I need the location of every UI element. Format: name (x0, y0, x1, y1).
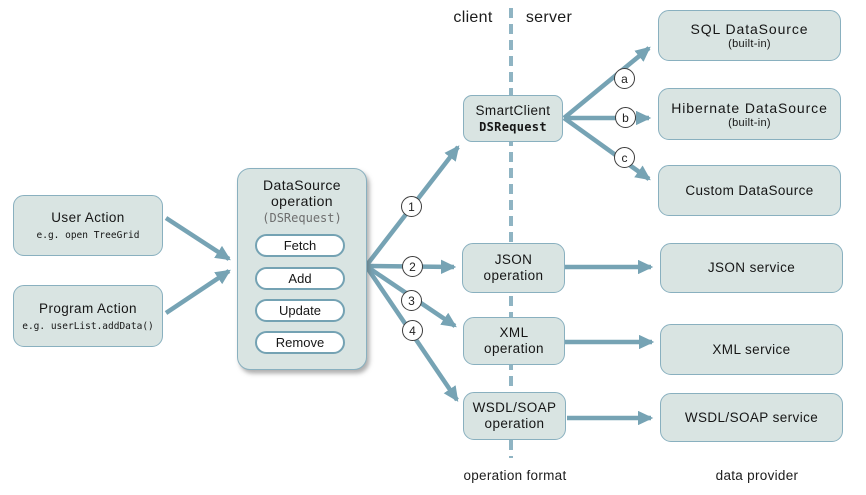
xml-service-title: XML service (712, 341, 791, 357)
client-region-label: client (453, 9, 493, 26)
xml-service-box: XML service (660, 324, 843, 375)
data-provider-label: data provider (715, 468, 799, 483)
user-action-title: User Action (51, 210, 125, 225)
wsdl-soap-operation-box: WSDL/SOAP operation (463, 392, 566, 440)
add-operation-pill[interactable]: Add (255, 267, 345, 290)
json-service-title: JSON service (707, 260, 796, 275)
arrow-smartclient-to-sql (562, 46, 651, 120)
smartclient-dsrequest-label: DSRequest (479, 120, 547, 134)
user-action-example: e.g. open TreeGrid (36, 230, 140, 241)
json-service-box: JSON service (660, 243, 843, 293)
xml-operation-format: XML (499, 325, 529, 340)
remove-operation-pill[interactable]: Remove (255, 331, 345, 354)
json-operation-kind: operation (483, 268, 544, 283)
xml-operation-box: XML operation (463, 317, 565, 365)
arrow-user-action-to-datasource (164, 216, 231, 261)
sql-datasource-box: SQL DataSource (built-in) (658, 10, 841, 61)
badge-b-hibernate-route: b (615, 107, 636, 128)
program-action-example: e.g. userList.addData() (22, 320, 154, 332)
server-region-label: server (525, 9, 573, 26)
xml-operation-kind: operation (484, 341, 544, 356)
program-action-box: Program Action e.g. userList.addData() (13, 285, 163, 347)
wsdl-soap-service-box: WSDL/SOAP service (660, 393, 843, 442)
json-operation-box: JSON operation (462, 243, 565, 293)
datasource-operation-box: DataSource operation (DSRequest) Fetch A… (237, 168, 367, 370)
wsdl-soap-service-title: WSDL/SOAP service (684, 409, 819, 425)
operation-format-label: operation format (463, 468, 567, 483)
custom-datasource-box: Custom DataSource (658, 165, 841, 216)
sql-datasource-title: SQL DataSource (690, 21, 809, 37)
badge-c-custom-route: c (614, 147, 635, 168)
badge-2-json-path: 2 (402, 256, 423, 277)
json-operation-format: JSON (494, 252, 533, 267)
hibernate-datasource-title: Hibernate DataSource (671, 99, 828, 116)
fetch-operation-pill[interactable]: Fetch (255, 234, 345, 257)
smartclient-dsrequest-box: SmartClient DSRequest (463, 95, 563, 142)
datasource-operation-title-line1: DataSource (263, 177, 341, 193)
wsdl-soap-operation-kind: operation (484, 416, 545, 431)
dsrequest-class-label: (DSRequest) (262, 211, 342, 225)
badge-1-smartclient-path: 1 (401, 196, 422, 217)
sql-datasource-note: (built-in) (728, 38, 771, 50)
smartclient-product-label: SmartClient (475, 103, 551, 118)
hibernate-datasource-box: Hibernate DataSource (built-in) (658, 88, 841, 140)
hibernate-datasource-note: (built-in) (728, 116, 771, 129)
custom-datasource-title: Custom DataSource (685, 182, 814, 198)
badge-3-xml-path: 3 (401, 290, 422, 311)
wsdl-soap-operation-format: WSDL/SOAP (472, 400, 557, 415)
update-operation-pill[interactable]: Update (255, 299, 345, 322)
arrow-program-action-to-datasource (164, 269, 231, 315)
program-action-title: Program Action (39, 300, 137, 316)
badge-a-sql-route: a (614, 68, 635, 89)
arrow-smartclient-to-custom (562, 116, 651, 181)
datasource-operation-title-line2: operation (271, 193, 333, 209)
user-action-box: User Action e.g. open TreeGrid (13, 195, 163, 256)
badge-4-wsdl-path: 4 (402, 320, 423, 341)
